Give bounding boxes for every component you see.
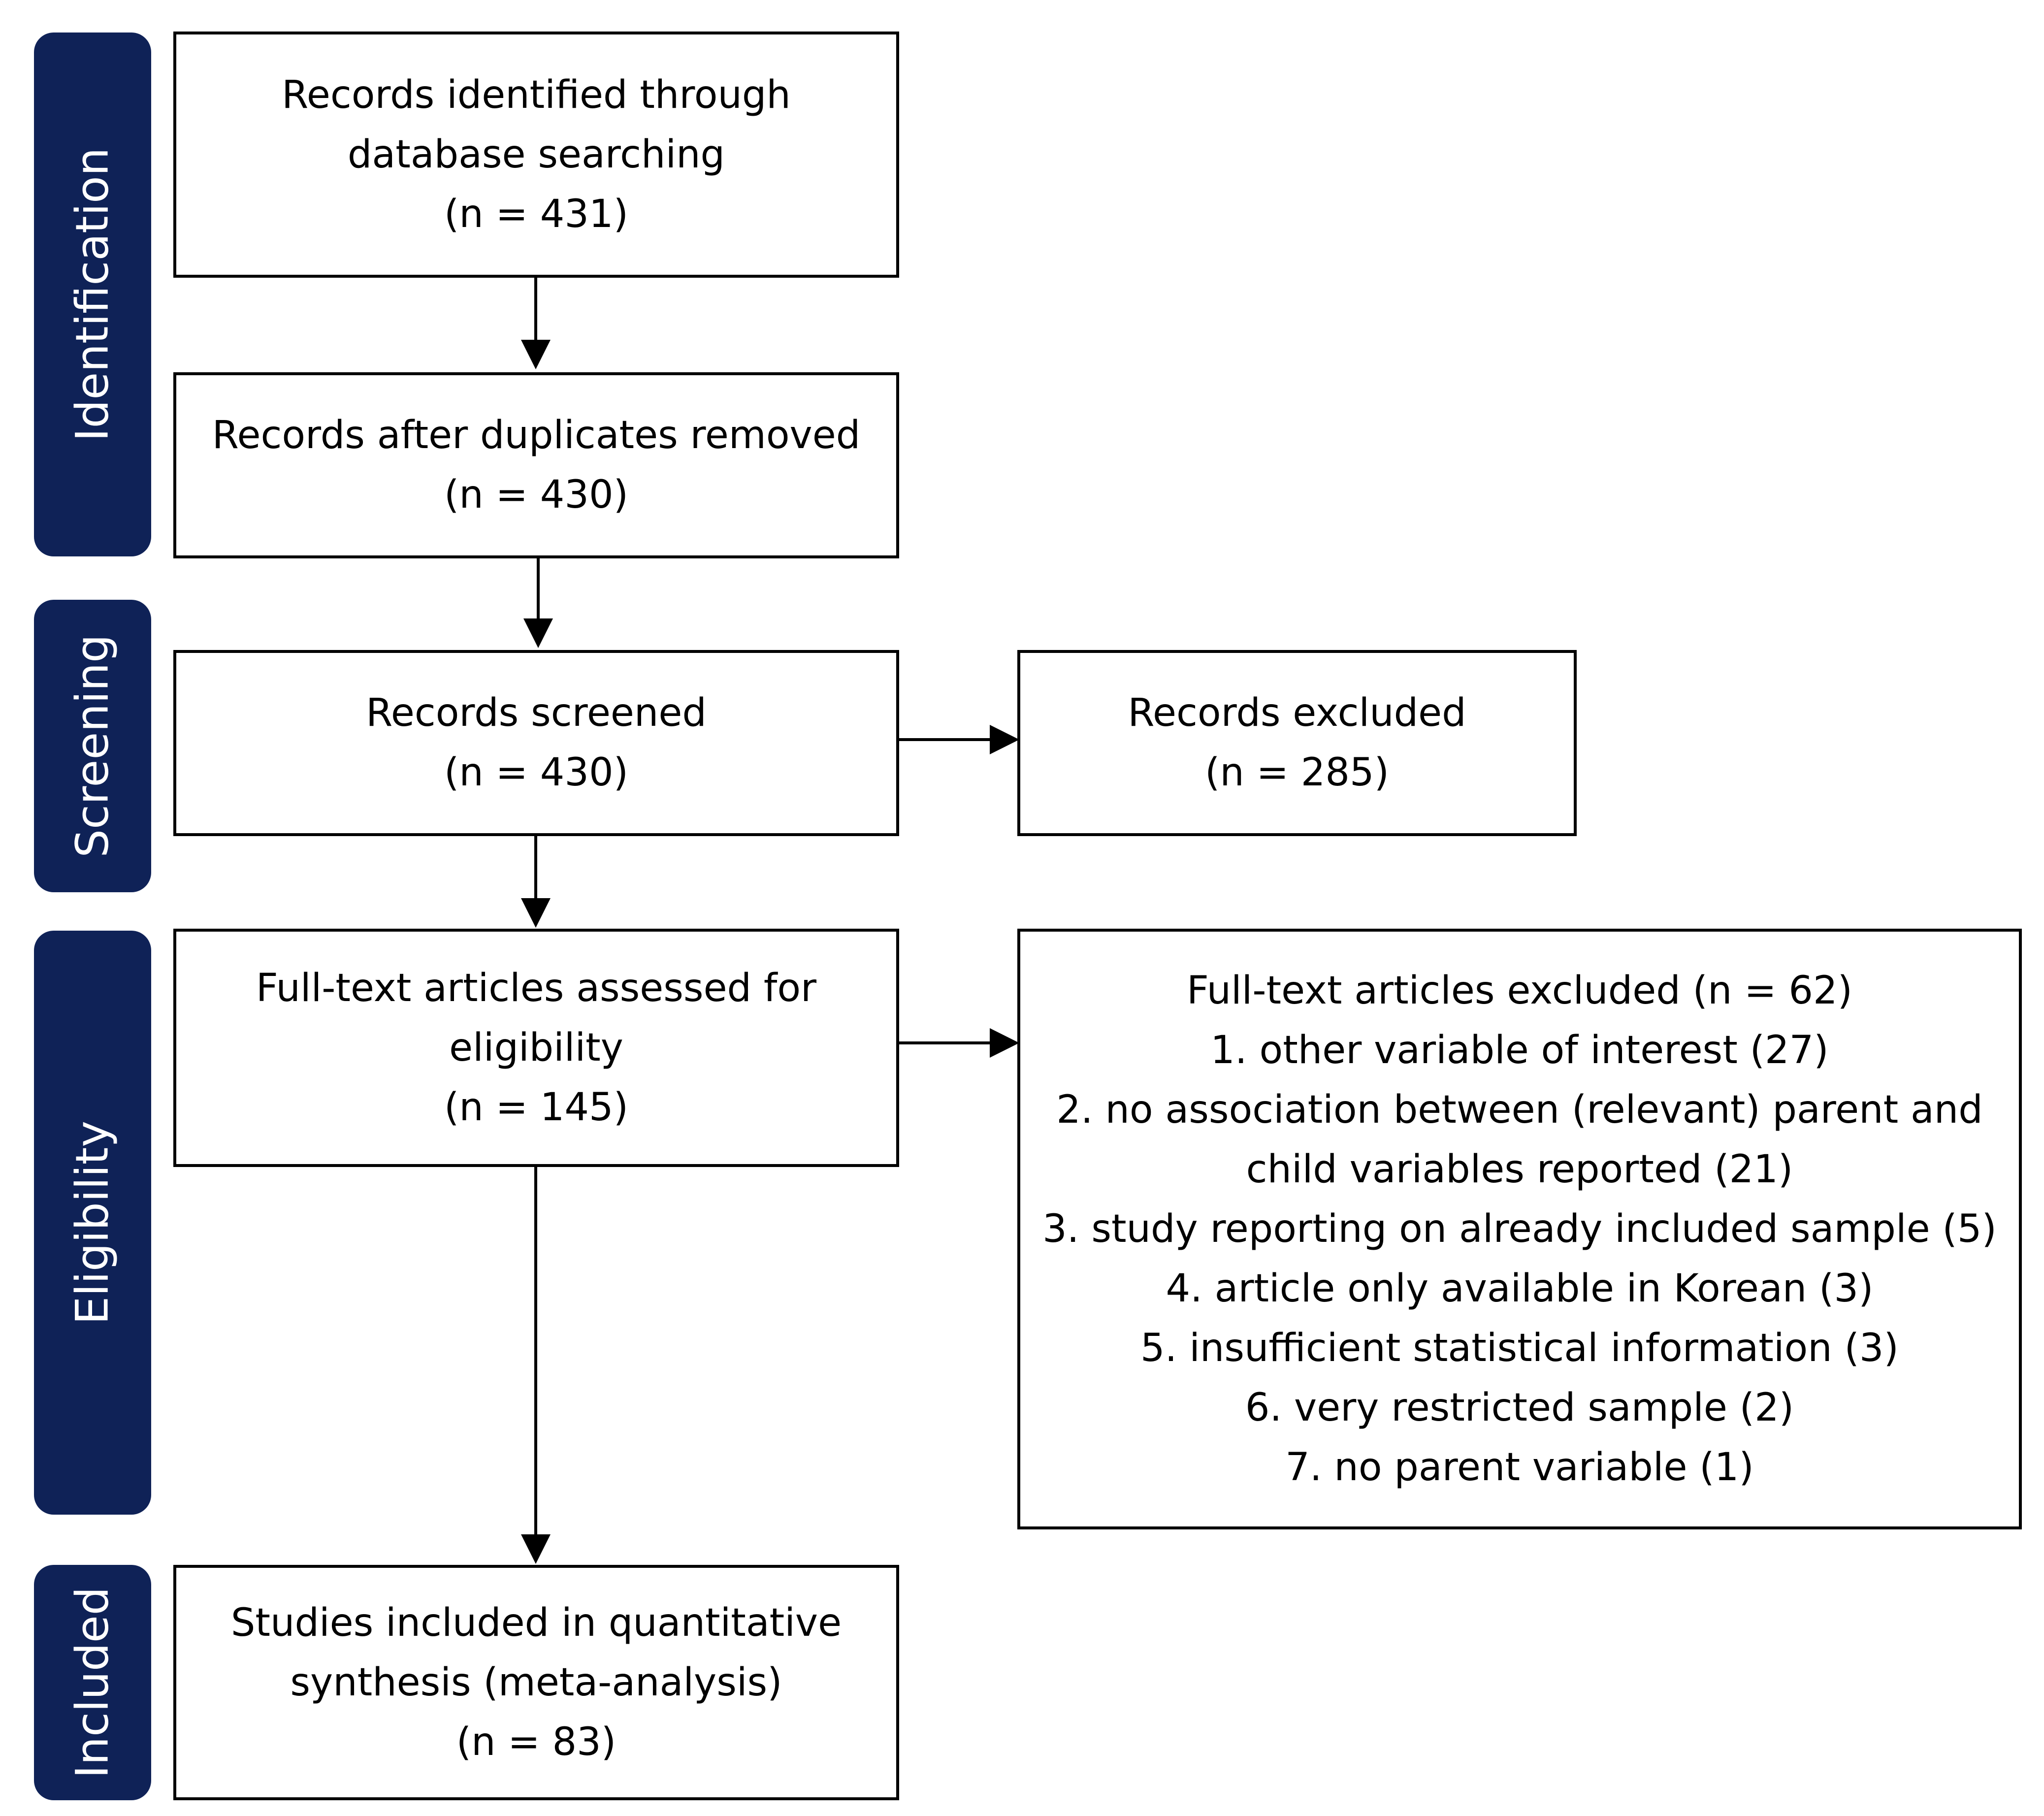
box-line: 4. article only available in Korean (3) (1166, 1266, 1874, 1311)
box-line: Records identified through (282, 72, 791, 117)
box-line: Full-text articles excluded (n = 62) (1186, 968, 1853, 1013)
box-studies-included: Studies included in quantitative synthes… (173, 1565, 899, 1800)
box-fulltext-assessed: Full-text articles assessed for eligibil… (173, 929, 899, 1167)
box-line: (n = 430) (444, 750, 629, 795)
box-line: eligibility (449, 1025, 623, 1070)
box-line: Records screened (366, 691, 707, 735)
box-line: (n = 83) (456, 1719, 616, 1764)
box-line: 7. no parent variable (1) (1285, 1445, 1754, 1490)
box-line: Records after duplicates removed (212, 413, 861, 457)
box-line: 5. insufficient statistical information … (1140, 1326, 1899, 1370)
stage-screening: Screening (34, 600, 151, 892)
box-line: (n = 285) (1204, 750, 1390, 795)
box-line: (n = 431) (444, 192, 629, 236)
box-line: 6. very restricted sample (2) (1245, 1385, 1794, 1430)
box-line: child variables reported (21) (1246, 1147, 1793, 1192)
box-line: database searching (347, 132, 725, 177)
box-line: (n = 145) (444, 1085, 629, 1130)
box-fulltext-excluded: Full-text articles excluded (n = 62) 1. … (1017, 929, 2022, 1529)
box-line: 2. no association between (relevant) par… (1056, 1087, 1983, 1132)
box-records-screened: Records screened (n = 430) (173, 650, 899, 836)
box-line: 1. other variable of interest (27) (1210, 1028, 1829, 1072)
box-duplicates-removed: Records after duplicates removed (n = 43… (173, 372, 899, 558)
box-line: Studies included in quantitative (230, 1600, 842, 1645)
stage-included: Included (34, 1565, 151, 1800)
box-line: Full-text articles assessed for (256, 966, 817, 1010)
box-line: synthesis (meta-analysis) (290, 1660, 782, 1705)
box-line: Records excluded (1128, 691, 1466, 735)
stage-eligibility: Eligibility (34, 931, 151, 1515)
box-records-identified: Records identified through database sear… (173, 32, 899, 278)
box-line: (n = 430) (444, 473, 629, 517)
box-records-excluded: Records excluded (n = 285) (1017, 650, 1577, 836)
stage-identification: Identification (34, 32, 151, 556)
box-line: 3. study reporting on already included s… (1042, 1206, 1997, 1251)
